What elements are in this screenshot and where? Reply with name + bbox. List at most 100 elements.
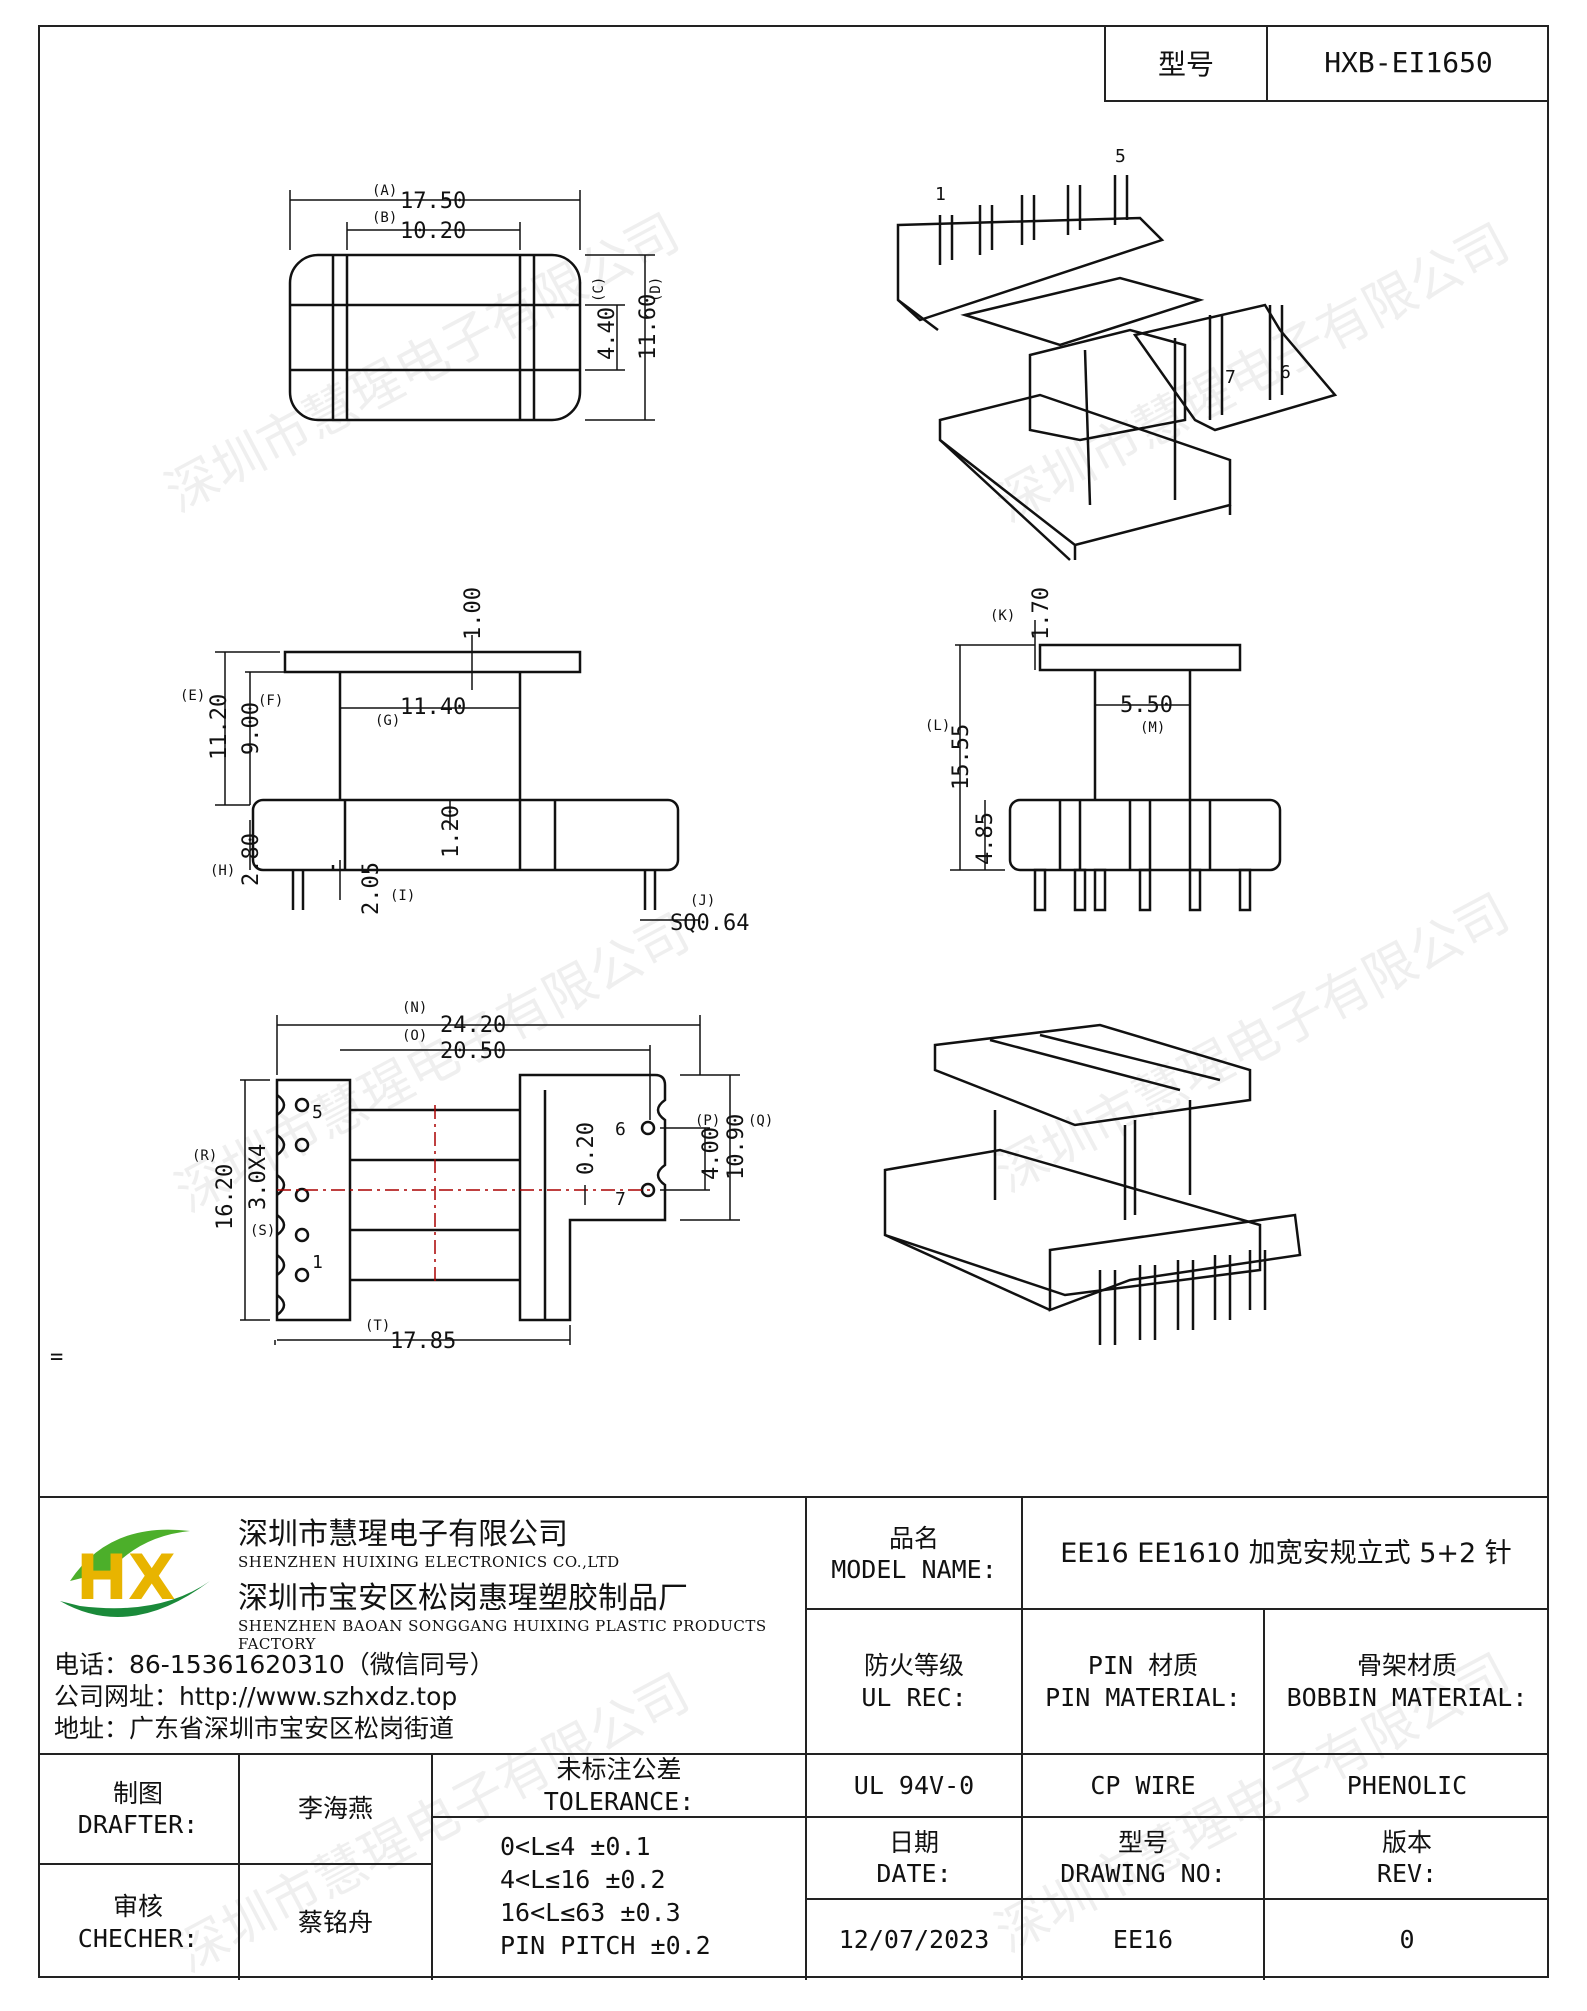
tolerance-line: 16<L≤63 ±0.3: [500, 1898, 681, 1927]
company-name-cn: 深圳市慧瑆电子有限公司: [238, 1517, 568, 1552]
dim-e: 11.20: [207, 694, 232, 760]
dim-s-label: (S): [250, 1223, 275, 1239]
bobbin-material-value: PHENOLIC: [1346, 1770, 1468, 1800]
company-name-en: SHENZHEN HUIXING ELECTRONICS CO.,LTD: [238, 1553, 620, 1571]
company-address: 地址：广东省深圳市宝安区松岗街道: [54, 1714, 455, 1743]
date-value: 12/07/2023: [838, 1925, 990, 1955]
dim-flange: 1.20: [439, 805, 464, 858]
dim-r: 16.20: [213, 1164, 238, 1230]
equals-mark: =: [50, 1345, 64, 1370]
iso2-top-flange: [933, 1023, 1252, 1127]
rev-value: 0: [1399, 1925, 1415, 1955]
iso2-base: [883, 1148, 1262, 1297]
side-top-flange: [1038, 643, 1242, 672]
dim-f-label: (F): [258, 693, 283, 709]
dim-h-label: (H): [210, 863, 235, 879]
dim-f: 9.00: [239, 702, 264, 755]
tolerance-line: 4<L≤16 ±0.2: [500, 1865, 666, 1894]
technical-drawing: (A) 17.50 (B) 10.20 4.40 (C) 11.60 (D): [180, 146, 1338, 1354]
dim-k-label: (K): [990, 608, 1015, 624]
pin-material-value: CP WIRE: [1090, 1770, 1196, 1800]
tolerance-line: 0<L≤4 ±0.1: [500, 1832, 651, 1861]
dim-k: 1.70: [1029, 587, 1054, 640]
dim-b: 10.20: [400, 219, 466, 244]
dim-p-label: (P): [695, 1113, 720, 1129]
dim-g: 11.40: [400, 695, 466, 720]
dim-a: 17.50: [400, 189, 466, 214]
bottom-view: 24.20 (N) 20.50 (O) 4.00 (P) 10.90 (Q) 1…: [192, 1000, 773, 1354]
bottom-pin-rail: [275, 1078, 352, 1322]
dim-m: 5.50: [1120, 693, 1173, 718]
dim-e-label: (E): [180, 688, 205, 704]
dim-r-label: (R): [192, 1148, 217, 1164]
iso-pin-1: 1: [935, 184, 946, 205]
top-view: (A) 17.50 (B) 10.20 4.40 (C) 11.60 (D): [288, 183, 664, 422]
dim-i-label: (I): [390, 888, 415, 904]
model-box: 型号 HXB-EI1650: [1104, 25, 1549, 102]
dim-s: 3.0X4: [246, 1144, 271, 1210]
dim-b-label: (B): [372, 210, 397, 226]
dim-gap: 0.20: [574, 1122, 599, 1175]
drawing-frame: [38, 25, 1549, 1978]
logo-letters: HX: [76, 1541, 176, 1614]
company-website: 公司网址：http://www.szhxdz.top: [54, 1682, 458, 1711]
dim-c: 4.40: [595, 307, 620, 360]
dim-base: 4.85: [973, 812, 998, 865]
dim-top-thickness: 1.00: [461, 587, 486, 640]
dim-t-label: (T): [365, 1318, 390, 1334]
checker-name: 蔡铭舟: [297, 1907, 373, 1937]
bottom-pin-6: 6: [615, 1119, 626, 1140]
company-block: HX 深圳市慧瑆电子有限公司 SHENZHEN HUIXING ELECTRON…: [48, 1505, 808, 1755]
bottom-right-flange: [518, 1073, 667, 1322]
side-view: 1.70 (K) 15.55 (L) 5.50 (M) 4.85: [925, 587, 1282, 912]
dim-j: SQ0.64: [670, 911, 749, 936]
factory-name-cn: 深圳市宝安区松岗惠瑆塑胶制品厂: [238, 1581, 688, 1616]
iso-pin-7: 7: [1225, 367, 1236, 388]
dim-g-label: (G): [375, 713, 400, 729]
front-top-flange: [283, 650, 582, 674]
dim-n-label: (N): [402, 1000, 427, 1016]
dim-o-label: (O): [402, 1028, 427, 1044]
bottom-pin-7: 7: [615, 1189, 626, 1210]
side-base: [1008, 798, 1282, 872]
dim-l-label: (L): [925, 718, 950, 734]
dim-m-label: (M): [1140, 720, 1165, 736]
iso-pin-6: 6: [1280, 362, 1291, 383]
dim-q: 10.90: [724, 1114, 749, 1180]
front-view: 11.20 (E) 9.00 (F) 11.40 (G) 1.00 1.20 2…: [180, 587, 749, 936]
iso-base-flange: [938, 393, 1232, 547]
dim-l: 15.55: [949, 724, 974, 790]
dim-o: 20.50: [440, 1039, 506, 1064]
bottom-pin-5: 5: [312, 1102, 323, 1123]
dim-j-label: (J): [690, 893, 715, 909]
top-view-outline: [288, 253, 582, 422]
dim-a-label: (A): [372, 183, 397, 199]
dim-n: 24.20: [440, 1013, 506, 1038]
bottom-pin-1: 1: [312, 1252, 323, 1273]
drafter-name: 李海燕: [297, 1794, 373, 1824]
dim-t: 17.85: [390, 1329, 456, 1354]
model-name-value: EE16 EE1610 加宽安规立式 5+2 针: [1060, 1538, 1512, 1570]
factory-name-en: SHENZHEN BAOAN SONGGANG HUIXING PLASTIC …: [238, 1617, 767, 1653]
model-label: 型号: [1106, 25, 1268, 100]
iso-pin-5: 5: [1115, 146, 1126, 167]
company-logo: HX: [60, 1529, 210, 1617]
dim-i: 2.05: [359, 862, 384, 915]
dim-q-label: (Q): [748, 1113, 773, 1129]
front-base: [251, 798, 680, 872]
iso-core-top: [960, 276, 1205, 347]
isometric-view-top: 1 5 6 7: [896, 146, 1338, 561]
model-value: HXB-EI1650: [1324, 46, 1493, 79]
iso-top-rail: [896, 216, 1165, 322]
dim-d-label: (D): [648, 277, 664, 302]
